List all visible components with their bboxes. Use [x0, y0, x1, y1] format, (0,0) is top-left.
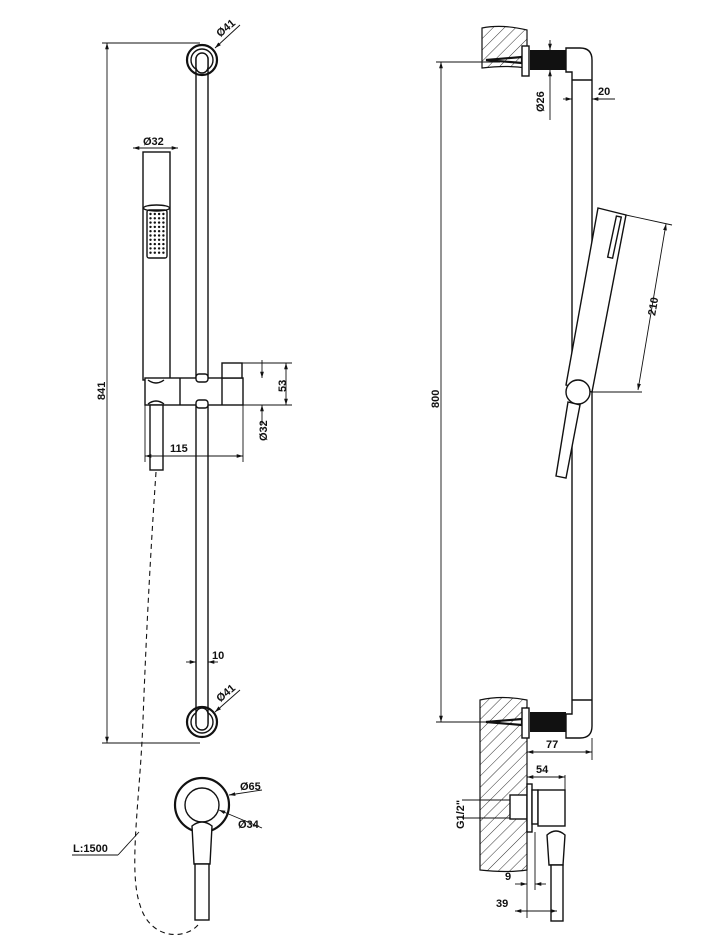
- nozzle-dot: [149, 238, 152, 241]
- nozzle-dot: [162, 234, 165, 237]
- nozzle-dot: [153, 221, 156, 224]
- nozzle-dot: [157, 230, 161, 233]
- nozzle-dot: [162, 212, 165, 216]
- nozzle-dot: [162, 238, 165, 241]
- front-view: Ø41 Ø32 841 53 Ø32 115 10 Ø41 Ø65 Ø34 L:…: [72, 17, 292, 936]
- bottom-wall-bracket: [185, 705, 219, 739]
- wall-outlet: [173, 776, 231, 921]
- dim-bottom-bracket-dia: Ø41: [214, 682, 238, 705]
- nozzle-dot: [153, 247, 156, 250]
- nozzle-dot: [162, 242, 165, 246]
- nozzle-dot: [157, 238, 161, 241]
- nozzle-dot: [153, 234, 156, 237]
- dim-outlet-projection: 54: [536, 764, 549, 776]
- hose-path: [134, 471, 199, 936]
- nozzle-dot: [153, 225, 156, 229]
- dim-hose-offset: 39: [496, 898, 508, 910]
- nozzle-dot: [149, 217, 152, 220]
- spray-nozzles: [149, 212, 165, 254]
- shower-holder: [144, 362, 244, 409]
- nozzle-dot: [157, 247, 161, 250]
- nozzle-dot: [149, 251, 152, 254]
- side-hand-shower: [555, 207, 627, 479]
- top-fixing: [485, 45, 566, 77]
- nozzle-dot: [153, 251, 156, 254]
- dim-holder-height: 53: [277, 380, 289, 392]
- dim-holder-projection: 115: [170, 443, 188, 455]
- dim-thread: G1/2": [455, 800, 467, 829]
- nozzle-dot: [153, 212, 156, 216]
- dim-fixing-dia: Ø26: [535, 91, 547, 112]
- nozzle-dot: [157, 225, 161, 229]
- nozzle-dot: [149, 242, 152, 246]
- nozzle-dot: [149, 230, 152, 233]
- nozzle-dot: [157, 212, 161, 216]
- dim-handshower-dia: Ø32: [143, 136, 164, 148]
- dim-outlet-outer-dia: Ø65: [240, 781, 261, 793]
- dimension-lines-side: [436, 40, 673, 918]
- dimension-lines-front: [72, 24, 292, 856]
- nozzle-dot: [153, 242, 156, 246]
- nozzle-dot: [157, 217, 161, 220]
- nozzle-dot: [153, 230, 156, 233]
- nozzle-dot: [162, 221, 165, 224]
- bottom-fixing: [485, 707, 566, 739]
- dim-total-height: 841: [96, 382, 108, 400]
- dim-centres: 800: [430, 390, 442, 408]
- nozzle-dot: [162, 247, 165, 250]
- dim-top-bracket-dia: Ø41: [214, 17, 238, 40]
- hand-shower: [142, 151, 171, 381]
- dim-handshower-length: 210: [646, 296, 661, 316]
- nozzle-dot: [162, 251, 165, 254]
- nozzle-dot: [157, 221, 161, 224]
- dim-outlet-inner-dia: Ø34: [238, 819, 260, 831]
- nozzle-dot: [153, 238, 156, 241]
- nozzle-dot: [157, 234, 161, 237]
- nozzle-dot: [149, 225, 152, 229]
- nozzle-dot: [153, 217, 156, 220]
- nozzle-dot: [149, 221, 152, 224]
- nozzle-dot: [157, 251, 161, 254]
- dim-holder-dia: Ø32: [258, 420, 270, 441]
- hose-connector: [149, 404, 164, 471]
- dim-rail-width: 10: [212, 650, 224, 662]
- nozzle-dot: [162, 230, 165, 233]
- dim-rail-depth: 20: [598, 86, 610, 98]
- dim-wall-projection: 77: [546, 739, 558, 751]
- top-wall-bracket: [185, 43, 219, 77]
- nozzle-dot: [157, 242, 161, 246]
- dim-hose-length: L:1500: [73, 843, 108, 855]
- side-view: Ø26 20 800 210 77 54 G1/2" 9 39: [430, 25, 673, 922]
- nozzle-dot: [149, 212, 152, 216]
- dim-plate-thickness: 9: [505, 871, 511, 883]
- nozzle-dot: [149, 234, 152, 237]
- nozzle-dot: [149, 247, 152, 250]
- side-wall-outlet: [509, 783, 566, 922]
- nozzle-dot: [162, 225, 165, 229]
- nozzle-dot: [162, 217, 165, 220]
